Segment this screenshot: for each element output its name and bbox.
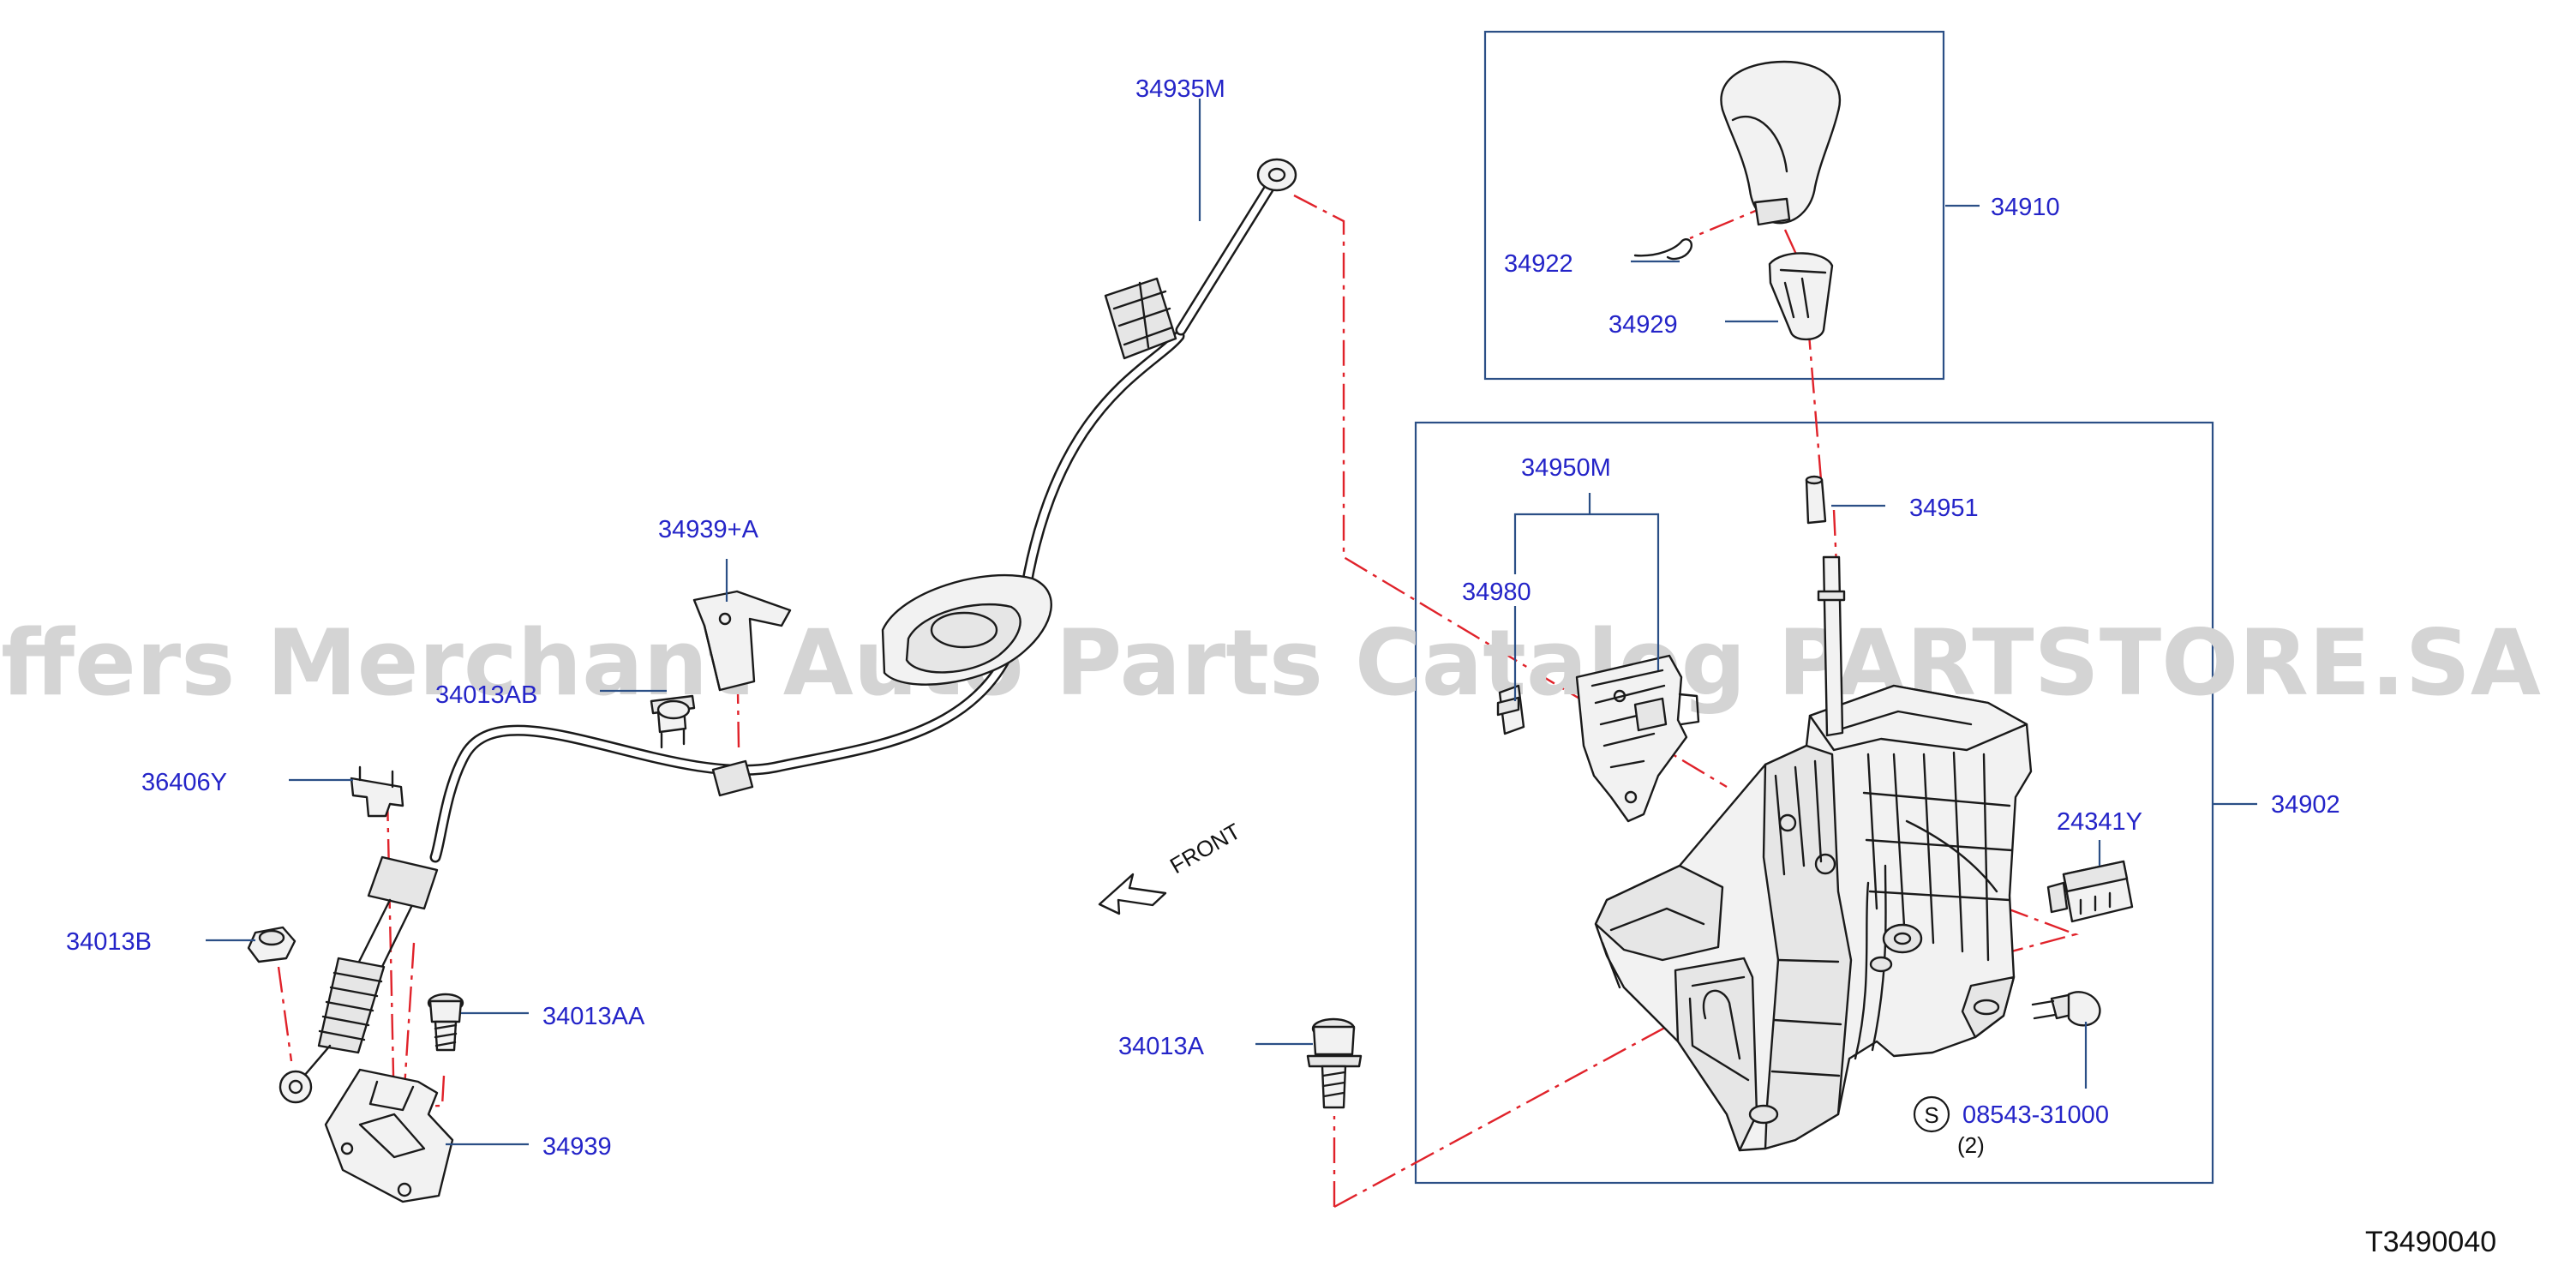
switch-34980 [1496, 684, 1525, 735]
bolt-34013ab [650, 694, 696, 749]
shifter-group-box [1414, 421, 2214, 1185]
callout-34929: 34929 [1609, 311, 1678, 339]
standard-part-callout: S 08543-31000 (2) [1913, 1095, 2109, 1158]
pin-34951 [1805, 475, 1827, 525]
shift-cable-assembly [279, 158, 1297, 1104]
bolt-34013aa [427, 993, 464, 1052]
clip-36406y [350, 765, 404, 818]
callout-34980: 34980 [1462, 579, 1531, 606]
clip-34922 [1633, 238, 1693, 261]
callout-08543-31000: 08543-31000 [1962, 1101, 2109, 1129]
shift-knob [1720, 60, 1841, 226]
cable-lower-boot [279, 855, 439, 1104]
diagram-code: T3490040 [2365, 1226, 2496, 1258]
leader-lines [206, 99, 2257, 1146]
bracket-34939a [692, 590, 792, 692]
bolt-34013a [1306, 1017, 1363, 1109]
connector-24341y [2046, 860, 2134, 923]
callout-08543-qty: (2) [1957, 1132, 1985, 1158]
nut-34013b [247, 926, 297, 963]
bracket-34939 [324, 1068, 454, 1203]
control-unit-34950m [1575, 654, 1700, 823]
callout-34950m: 34950M [1521, 454, 1611, 482]
front-label: FRONT [1165, 818, 1245, 879]
cable-grommet [881, 573, 1052, 686]
bolt-08543 [2031, 991, 2101, 1027]
knob-group-box [1483, 30, 1945, 381]
callout-34910: 34910 [1991, 194, 2060, 221]
callout-34902: 34902 [2271, 791, 2340, 819]
shifter-base-34902 [1594, 555, 2033, 1152]
standard-part-symbol-icon [1913, 1095, 1950, 1133]
callout-36406y: 36406Y [141, 769, 227, 796]
callout-34013b: 34013B [66, 928, 152, 956]
callout-34922: 34922 [1504, 250, 1573, 278]
callout-34939: 34939 [542, 1133, 612, 1161]
cable-end-eye [1256, 158, 1297, 192]
callout-24341y: 24341Y [2057, 808, 2142, 836]
sleeve-34929 [1768, 252, 1834, 341]
callout-34013ab: 34013AB [435, 681, 537, 709]
callout-34951: 34951 [1909, 495, 1979, 522]
callout-34013aa: 34013AA [542, 1003, 645, 1030]
front-arrow-icon [1098, 873, 1167, 915]
callout-34935m: 34935M [1135, 75, 1225, 103]
standard-part-symbol: S [1924, 1102, 1938, 1128]
callout-34939a: 34939+A [658, 516, 759, 543]
front-direction-indicator: FRONT [1098, 818, 1245, 915]
cable-bracket-clip [1104, 277, 1177, 360]
watermark: Offers Merchant Auto Parts Catalog PARTS… [0, 610, 2541, 716]
callout-34013a: 34013A [1118, 1033, 1205, 1060]
